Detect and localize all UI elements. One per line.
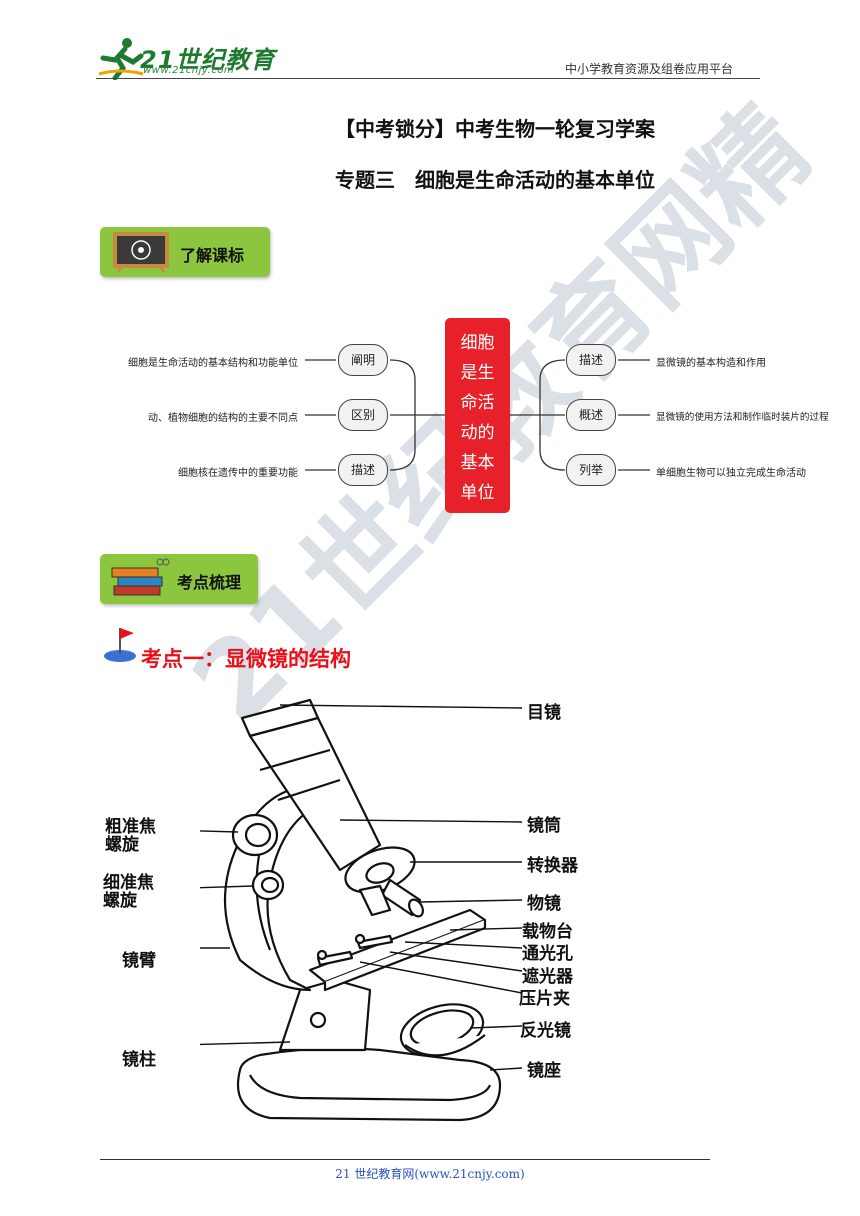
map-text-right: 单细胞生物可以独立完成生命活动 xyxy=(656,468,806,479)
label-stage-clips: 压片夹 xyxy=(519,989,570,1009)
center-line: 细胞 xyxy=(460,333,495,353)
map-node-left: 描述 xyxy=(338,454,388,486)
logo-url: www.21cnjy.com xyxy=(143,65,235,76)
footer-divider xyxy=(100,1159,710,1160)
label-arm: 镜臂 xyxy=(122,951,156,971)
map-node-left: 区别 xyxy=(338,399,388,431)
label-fine-focus: 细准焦 螺旋 xyxy=(103,873,154,911)
runner-logo-icon xyxy=(98,38,144,81)
label-stage: 载物台 xyxy=(522,922,573,942)
books-icon xyxy=(111,558,170,596)
map-node-left: 阐明 xyxy=(338,344,388,376)
site-logo[interactable] xyxy=(95,34,265,82)
label-objective: 物镜 xyxy=(527,894,561,914)
map-node-right: 描述 xyxy=(566,344,616,376)
center-line: 基本 xyxy=(460,453,495,473)
footer-text[interactable]: 21 世纪教育网(www.21cnjy.com) xyxy=(335,1167,525,1181)
label-nosepiece: 转换器 xyxy=(527,856,578,876)
label-body-tube: 镜筒 xyxy=(527,816,561,836)
center-line: 单位 xyxy=(460,483,495,503)
section-standards-banner: 了解课标 xyxy=(100,227,270,277)
mind-map-connectors xyxy=(305,359,650,471)
center-line: 动的 xyxy=(460,423,495,443)
map-text-left: 细胞是生命活动的基本结构和功能单位 xyxy=(128,358,298,369)
microscope-illustration xyxy=(200,698,523,1122)
label-base: 镜座 xyxy=(527,1061,561,1081)
label-eyepiece: 目镜 xyxy=(527,703,561,723)
center-line: 命活 xyxy=(460,393,495,413)
header-divider xyxy=(96,78,760,79)
logo-text: 21世纪教育 xyxy=(140,46,276,74)
label-diaphragm: 遮光器 xyxy=(522,967,573,987)
section-points-label: 考点梳理 xyxy=(177,573,242,592)
section-points-banner: 考点梳理 xyxy=(100,554,258,604)
mind-map-center: 细胞 是生 命活 动的 基本 单位 xyxy=(445,318,510,513)
label-aperture: 通光孔 xyxy=(522,944,573,964)
map-text-left: 细胞核在遗传中的重要功能 xyxy=(178,468,298,479)
label-mirror: 反光镜 xyxy=(520,1021,571,1041)
page-title: 【中考锁分】中考生物一轮复习学案 xyxy=(335,117,655,141)
map-node-right: 列举 xyxy=(566,454,616,486)
map-text-right: 显微镜的基本构造和作用 xyxy=(656,358,766,369)
center-line: 是生 xyxy=(460,363,495,383)
map-node-right: 概述 xyxy=(566,399,616,431)
map-text-right: 显微镜的使用方法和制作临时装片的过程 xyxy=(656,412,829,423)
label-pillar: 镜柱 xyxy=(122,1050,156,1070)
page-subtitle: 专题三 细胞是生命活动的基本单位 xyxy=(335,168,655,192)
map-text-left: 动、植物细胞的结构的主要不同点 xyxy=(148,413,298,424)
label-coarse-focus: 粗准焦 螺旋 xyxy=(105,817,156,855)
section-standards-label: 了解课标 xyxy=(180,246,245,265)
header-tagline: 中小学教育资源及组卷应用平台 xyxy=(565,62,734,76)
blackboard-icon xyxy=(113,232,169,273)
flag-icon xyxy=(104,628,136,662)
kaodian-title: 考点一：显微镜的结构 xyxy=(141,646,351,671)
